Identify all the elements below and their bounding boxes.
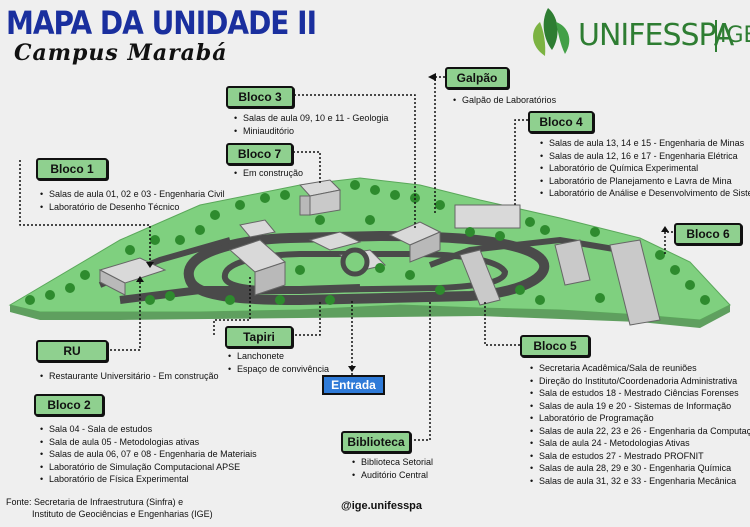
label-bloco-1: Bloco 1: [36, 158, 108, 180]
label-ru: RU: [36, 340, 108, 362]
social-handle: @ige.unifesspa: [341, 500, 423, 512]
list-bloco-4: Salas de aula 13, 14 e 15 - Engenharia d…: [540, 137, 750, 200]
list-item: Salas de aula 22, 23 e 26 - Engenharia d…: [530, 425, 750, 438]
list-bloco-7: Em construção: [234, 167, 303, 180]
list-bloco-5: Secretaria Acadêmica/Sala de reuniões Di…: [530, 362, 750, 487]
list-ru: Restaurante Universitário - Em construçã…: [40, 370, 219, 383]
list-item: Sala de estudos 27 - Mestrado PROFNIT: [530, 450, 750, 463]
list-item: Salas de aula 12, 16 e 17 - Engenharia E…: [540, 150, 750, 163]
list-biblioteca: Biblioteca Setorial Auditório Central: [352, 456, 433, 481]
east-road: [428, 236, 621, 268]
logo-divider: [715, 20, 717, 52]
list-item: Biblioteca Setorial: [352, 456, 433, 469]
list-item: Salas de aula 13, 14 e 15 - Engenharia d…: [540, 137, 750, 150]
source-credit: Fonte: Secretaria de Infraestrutura (Sin…: [6, 496, 213, 520]
list-item: Sala de aula 24 - Metodologias Ativas: [530, 437, 750, 450]
source-line-2: Instituto de Geociências e Engenharias (…: [32, 509, 213, 519]
list-item: Laboratório de Desenho Técnico: [40, 201, 225, 214]
list-item: Lanchonete: [228, 350, 329, 363]
list-item: Salas de aula 31, 32 e 33 - Engenharia M…: [530, 475, 750, 488]
roundabout: [340, 247, 370, 277]
unifesspa-leaf-icon: [533, 8, 570, 56]
source-line-1: Fonte: Secretaria de Infraestrutura (Sin…: [6, 497, 184, 507]
label-bloco-5: Bloco 5: [520, 335, 590, 357]
list-item: Espaço de convivência: [228, 363, 329, 376]
trees: [25, 180, 710, 305]
unifesspa-logo: UNIFESSPA IGE: [532, 6, 750, 66]
list-item: Laboratório de Análise e Desenvolvimento…: [540, 187, 750, 200]
list-bloco-2: Sala 04 - Sala de estudos Sala de aula 0…: [40, 423, 257, 486]
list-item: Sala de estudos 18 - Mestrado Ciências F…: [530, 387, 750, 400]
list-item: Galpão de Laboratórios: [453, 94, 556, 107]
campus-subtitle: Campus Marabá: [14, 40, 228, 66]
label-biblioteca: Biblioteca: [341, 431, 411, 453]
list-bloco-1: Salas de aula 01, 02 e 03 - Engenharia C…: [40, 188, 225, 213]
campus-lawn-edge: [10, 305, 730, 328]
list-item: Salas de aula 19 e 20 - Sistemas de Info…: [530, 400, 750, 413]
map-title: MAPA DA UNIDADE II: [6, 4, 317, 42]
list-item: Laboratório de Física Experimental: [40, 473, 257, 486]
list-item: Sala 04 - Sala de estudos: [40, 423, 257, 436]
list-item: Laboratório de Simulação Computacional A…: [40, 461, 257, 474]
list-item: Salas de aula 28, 29 e 30 - Engenharia Q…: [530, 462, 750, 475]
label-bloco-7: Bloco 7: [226, 143, 293, 165]
logo-suffix: IGE: [720, 23, 750, 48]
buildings: [98, 179, 661, 326]
label-bloco-6: Bloco 6: [674, 223, 742, 245]
list-item: Miniauditório: [234, 125, 388, 138]
label-bloco-4: Bloco 4: [528, 111, 594, 133]
label-bloco-3: Bloco 3: [226, 86, 294, 108]
list-item: Secretaria Acadêmica/Sala de reuniões: [530, 362, 750, 375]
list-item: Laboratório de Planejamento e Lavra de M…: [540, 175, 750, 188]
list-item: Laboratório de Programação: [530, 412, 750, 425]
list-item: Salas de aula 09, 10 e 11 - Geologia: [234, 112, 388, 125]
label-tapiri: Tapiri: [225, 326, 293, 348]
label-entrada: Entrada: [322, 375, 385, 395]
label-galpao: Galpão: [445, 67, 509, 89]
list-item: Restaurante Universitário - Em construçã…: [40, 370, 219, 383]
list-galpao: Galpão de Laboratórios: [453, 94, 556, 107]
list-item: Direção do Instituto/Coordenadoria Admin…: [530, 375, 750, 388]
label-bloco-2: Bloco 2: [34, 394, 104, 416]
list-item: Laboratório de Química Experimental: [540, 162, 750, 175]
logo-name: UNIFESSPA: [578, 18, 734, 53]
list-item: Sala de aula 05 - Metodologias ativas: [40, 436, 257, 449]
list-item: Salas de aula 01, 02 e 03 - Engenharia C…: [40, 188, 225, 201]
list-item: Salas de aula 06, 07 e 08 - Engenharia d…: [40, 448, 257, 461]
list-bloco-3: Salas de aula 09, 10 e 11 - Geologia Min…: [234, 112, 388, 137]
list-tapiri: Lanchonete Espaço de convivência: [228, 350, 329, 375]
list-item: Em construção: [234, 167, 303, 180]
list-item: Auditório Central: [352, 469, 433, 482]
